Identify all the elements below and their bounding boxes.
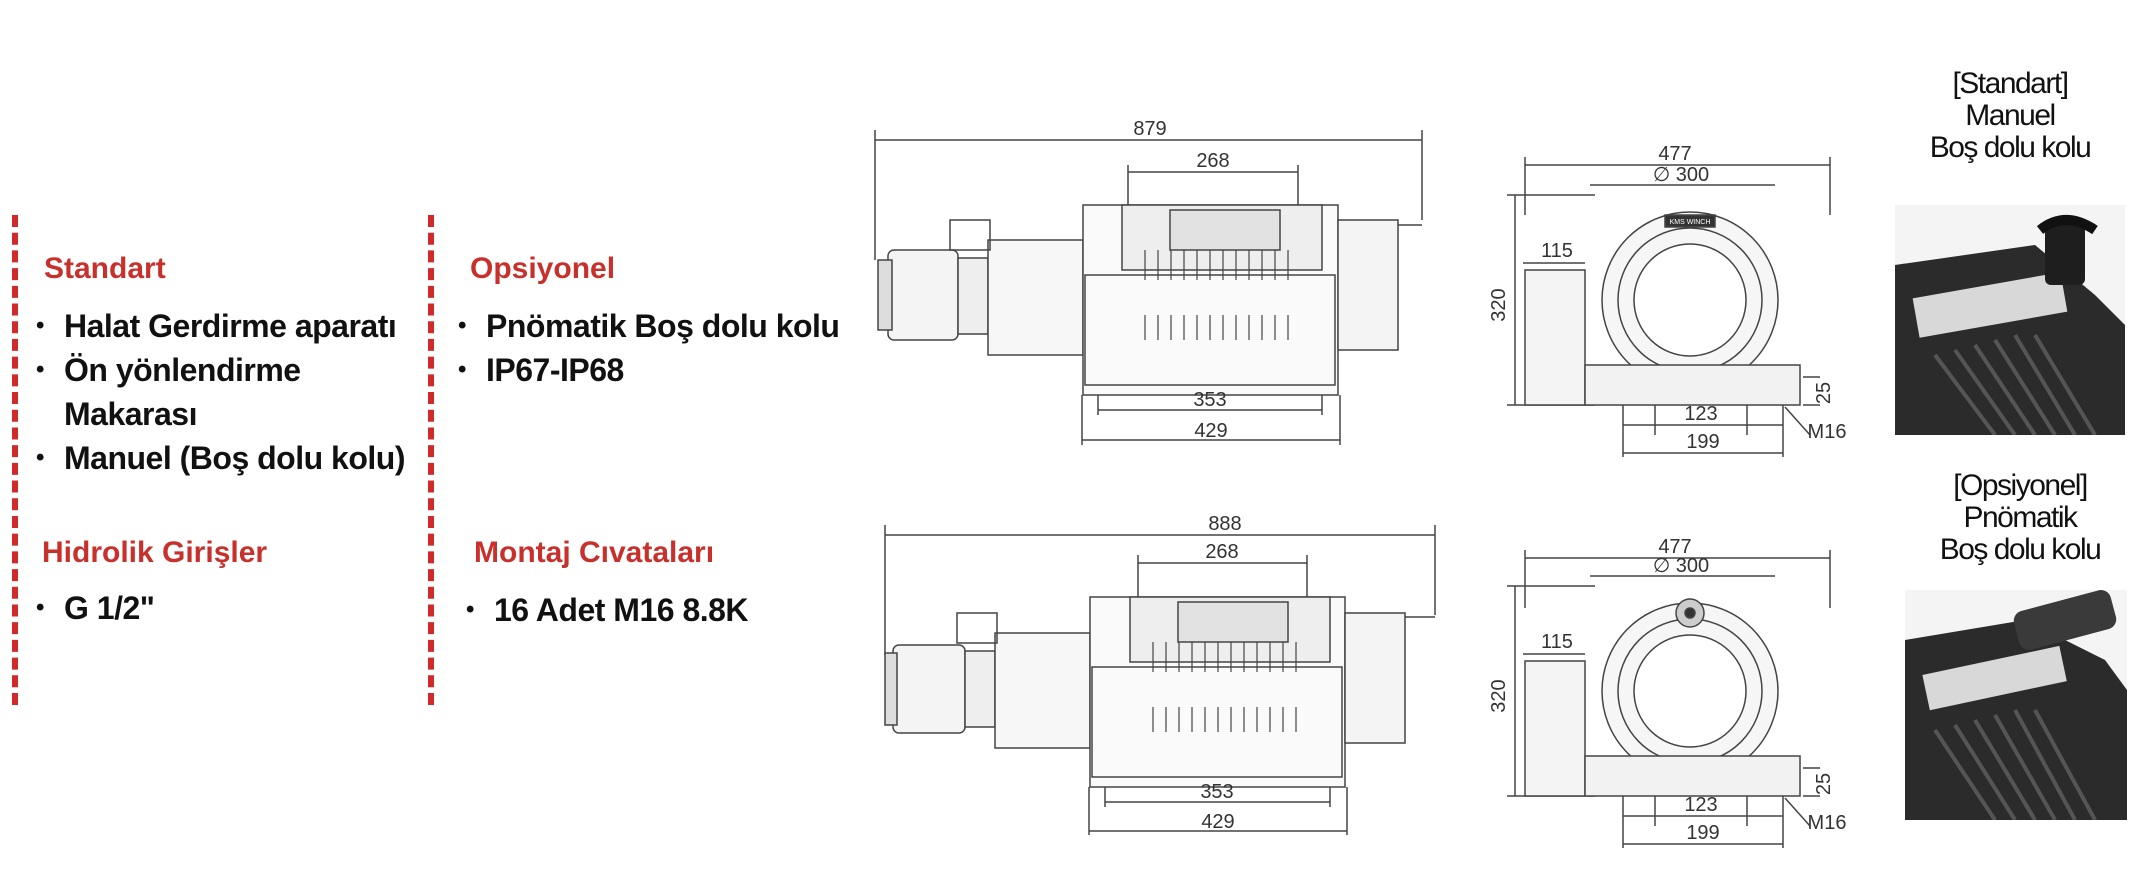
dim-offset: 115: [1541, 240, 1573, 262]
dim-foot: 25: [1813, 382, 1835, 404]
hydraulic-list: G 1/2": [32, 586, 155, 630]
dim-overall: 879: [1133, 118, 1166, 140]
dim-width: 477: [1658, 143, 1691, 165]
dim-width: 477: [1658, 536, 1691, 558]
dim-base-inner: 353: [1193, 389, 1226, 411]
dim-base-inner: 353: [1200, 781, 1233, 803]
brand-label: KMS WINCH: [1670, 219, 1711, 226]
optional-caption: [Opsiyonel] Pnömatik Boş dolu kolu: [1939, 469, 2102, 566]
standard-caption: [Standart] Manuel Boş dolu kolu: [1929, 67, 2092, 164]
dim-base-outer: 429: [1201, 811, 1234, 833]
list-item: G 1/2": [32, 586, 155, 630]
pneumatic-lever-photo: [1905, 590, 2127, 820]
dim-drum: 268: [1205, 541, 1238, 563]
mounting-list: 16 Adet M16 8.8K: [462, 588, 749, 632]
dim-base-outer: 429: [1194, 420, 1227, 442]
dim-bolt-inner: 123: [1684, 403, 1717, 425]
top-side-view-drawing: 879 268 353 429: [874, 118, 1423, 445]
middle-dashed-divider: [428, 215, 434, 705]
dim-diameter: ∅ 300: [1653, 555, 1709, 577]
list-item: Ön yönlendirme: [32, 348, 405, 392]
standard-list: Halat Gerdirme aparatı Ön yönlendirme Ma…: [32, 304, 405, 480]
left-dashed-divider: [12, 215, 18, 705]
list-item: 16 Adet M16 8.8K: [462, 588, 749, 632]
list-item: IP67-IP68: [454, 348, 839, 392]
dim-height: 320: [1488, 288, 1510, 321]
hydraulic-title: Hidrolik Girişler: [42, 536, 268, 569]
list-item: Halat Gerdirme aparatı: [32, 304, 405, 348]
top-front-view-drawing: 477 ∅ 300 320 115 25 123 199 M16 KMS WIN…: [1488, 143, 1847, 457]
optional-title: Opsiyonel: [470, 252, 616, 285]
optional-list: Pnömatik Boş dolu kolu IP67-IP68: [454, 304, 840, 392]
dim-overall: 888: [1208, 513, 1241, 535]
mounting-title: Montaj Cıvataları: [474, 536, 715, 569]
list-item: Makarası: [64, 396, 197, 432]
list-item: Pnömatik Boş dolu kolu: [454, 304, 840, 348]
bottom-front-view-drawing: 477 ∅ 300 320 115 25 123 199 M16: [1488, 536, 1847, 848]
dim-drum: 268: [1196, 150, 1229, 172]
dim-height: 320: [1488, 679, 1510, 712]
dim-diameter: ∅ 300: [1653, 164, 1709, 186]
bottom-side-view-drawing: 888 268 353 429: [884, 513, 1436, 835]
list-item: Manuel (Boş dolu kolu): [32, 436, 405, 480]
dim-bolt-outer: 199: [1686, 822, 1719, 844]
dim-bolt: M16: [1808, 421, 1847, 443]
dim-offset: 115: [1541, 631, 1573, 653]
dim-bolt: M16: [1808, 812, 1847, 834]
standard-title: Standart: [44, 252, 166, 285]
dim-foot: 25: [1813, 773, 1835, 795]
dim-bolt-outer: 199: [1686, 431, 1719, 453]
dim-bolt-inner: 123: [1684, 794, 1717, 816]
manual-lever-photo: [1895, 205, 2125, 435]
